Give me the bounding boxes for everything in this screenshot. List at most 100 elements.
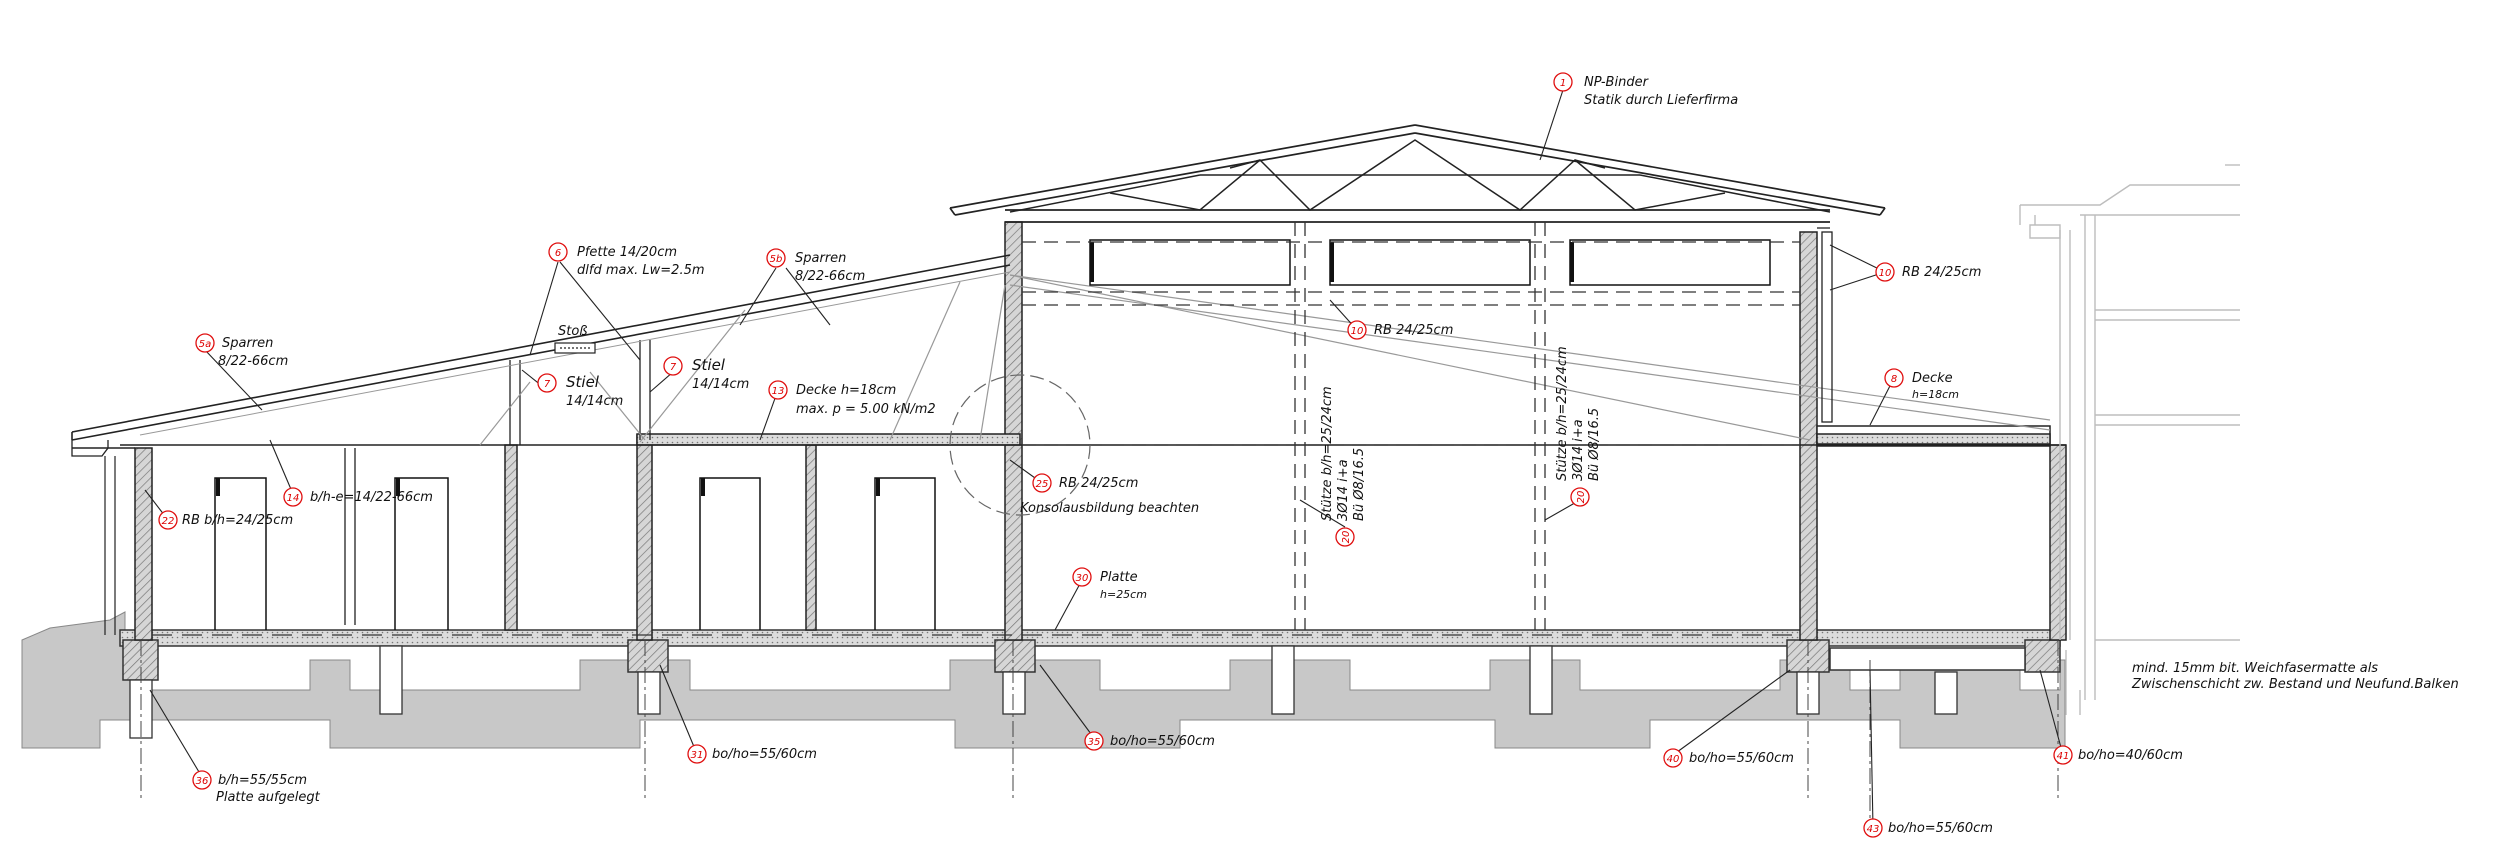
foundations: [122, 639, 2061, 681]
callout-circle: [1553, 72, 1573, 92]
callout-text: 8/22-66cm: [218, 354, 288, 369]
callout-number: 10: [1879, 268, 1892, 279]
callout-circle: [1072, 567, 1092, 587]
callout-circle: [548, 242, 568, 262]
callout-number: 13: [772, 386, 785, 397]
callout-text: bo/ho=55/60cm: [1689, 751, 1794, 766]
callout-text: 14/14cm: [566, 394, 623, 409]
callout-text: Pfette 14/20cm: [577, 245, 677, 260]
callout-text: b/h-e=14/22-66cm: [310, 490, 433, 505]
callout-number: 40: [1667, 754, 1680, 765]
callout-number: 43: [1867, 824, 1880, 835]
callout-circle: [195, 333, 215, 353]
callout-text: Platte: [1100, 570, 1138, 585]
callout-number: 22: [162, 516, 175, 527]
note-line: mind. 15mm bit. Weichfasermatte als: [2132, 661, 2378, 676]
callout-circle: [1570, 487, 1590, 507]
callout-number: 5b: [770, 254, 783, 265]
callout-number: 1: [1560, 78, 1566, 89]
callout-text: Stiel: [692, 356, 726, 374]
callout-text: 3Ø14 i+a: [1571, 419, 1586, 481]
callout-number: 6: [555, 248, 561, 259]
callout-circle: [1032, 473, 1052, 493]
callout-text: bo/ho=55/60cm: [712, 747, 817, 762]
callout-c10b: 10 RB 24/25cm: [1347, 320, 1453, 340]
main-truss: [1009, 139, 1831, 213]
note-line: Zwischenschicht zw. Bestand und Neufund.…: [2131, 677, 2459, 692]
callout-text: Bü Ø8/16.5: [1587, 408, 1602, 481]
callout-number: 31: [691, 750, 704, 761]
callout-c7a: 7 Stiel 14/14cm: [537, 373, 623, 409]
callout-c1: 1 NP-Binder Statik durch Lieferfirma: [1553, 72, 1738, 108]
walls: [134, 221, 2067, 641]
callout-text: bo/ho=55/60cm: [1110, 734, 1215, 749]
callout-text: Konsolausbildung beachten: [1020, 501, 1199, 516]
column-callout-2: 20 Stütze b/h=25/24cm 3Ø14 i+a Bü Ø8/16.…: [1555, 346, 1602, 507]
callout-text: Platte aufgelegt: [216, 790, 321, 805]
callout-text: NP-Binder: [1584, 75, 1650, 90]
callout-c30: 30 Platte h=25cm: [1072, 567, 1147, 601]
callout-circle: [1084, 731, 1104, 751]
callout-number: 20: [1576, 491, 1587, 504]
callout-text: max. p = 5.00 kN/m2: [796, 402, 936, 417]
right-gutter: [1817, 227, 1833, 423]
callout-c8: 8 Decke h=18cm: [1884, 368, 1959, 401]
callout-text: h=25cm: [1100, 588, 1147, 601]
callout-text: Statik durch Lieferfirma: [1584, 93, 1738, 108]
column-callout-1: 20 Stütze b/h=25/24cm 3Ø14 i+a Bü Ø8/16.…: [1320, 386, 1367, 547]
callout-text: Sparren: [795, 251, 846, 266]
callout-circle: [2053, 745, 2073, 765]
callout-c13: 13 Decke h=18cm max. p = 5.00 kN/m2: [768, 380, 936, 417]
callout-text: dlfd max. Lw=2.5m: [577, 263, 705, 278]
callout-text: bo/ho=40/60cm: [2078, 748, 2183, 763]
callout-c5a: 5a Sparren 8/22-66cm: [195, 333, 288, 369]
callout-text: RB 24/25cm: [1374, 323, 1453, 338]
callout-text: 8/22-66cm: [795, 269, 865, 284]
stoss-label: Stoß: [558, 324, 588, 339]
callout-c31: 31 bo/ho=55/60cm: [687, 744, 817, 764]
main-roof: [949, 124, 1886, 223]
callout-c6: 6 Pfette 14/20cm dlfd max. Lw=2.5m: [548, 242, 705, 278]
callout-circle: [1335, 527, 1355, 547]
callout-circle: [1347, 320, 1367, 340]
callout-text: Bü Ø8/16.5: [1352, 448, 1367, 521]
callout-text: Stütze b/h=25/24cm: [1555, 346, 1570, 481]
callout-c7b: 7 Stiel 14/14cm: [663, 356, 749, 392]
doors: [214, 477, 936, 630]
clerestory-windows: [1089, 239, 1771, 286]
callout-circle: [537, 373, 557, 393]
callout-circle: [766, 248, 786, 268]
callout-c10a: 10 RB 24/25cm: [1875, 262, 1981, 282]
callout-text: RB 24/25cm: [1059, 476, 1138, 491]
callout-circle: [1875, 262, 1895, 282]
callout-number: 7: [670, 362, 677, 373]
callout-text: Decke: [1912, 371, 1953, 386]
callout-text: h=18cm: [1912, 388, 1959, 401]
detail-circle: [949, 374, 1091, 516]
callout-text: 3Ø14 i+a: [1336, 459, 1351, 521]
callout-circle: [663, 356, 683, 376]
callout-c25: 25 RB 24/25cm Konsolausbildung beachten: [1020, 473, 1199, 516]
callout-text: b/h=55/55cm: [218, 773, 307, 788]
ground-slab: [119, 629, 2061, 647]
callout-number: 14: [287, 493, 300, 504]
callout-text: Stütze b/h=25/24cm: [1320, 386, 1335, 521]
callout-number: 5a: [199, 339, 212, 350]
studs: [344, 340, 651, 625]
callout-c43: 43 bo/ho=55/60cm: [1863, 818, 1993, 838]
callout-circle: [768, 380, 788, 400]
callout-c41: 41 bo/ho=40/60cm: [2053, 745, 2183, 765]
callout-number: 10: [1351, 326, 1364, 337]
callout-text: 14/14cm: [692, 377, 749, 392]
callout-circle: [283, 487, 303, 507]
callout-number: 35: [1088, 737, 1101, 748]
callout-c22: 22 RB b/h=24/25cm: [158, 510, 293, 530]
shed-truss: [479, 274, 2051, 446]
callout-text: bo/ho=55/60cm: [1888, 821, 1993, 836]
callout-number: 7: [544, 379, 551, 390]
purlin: [554, 342, 596, 354]
callout-number: 20: [1341, 531, 1352, 544]
callout-c36: 36 b/h=55/55cm Platte aufgelegt: [192, 770, 321, 805]
callout-circle: [192, 770, 212, 790]
